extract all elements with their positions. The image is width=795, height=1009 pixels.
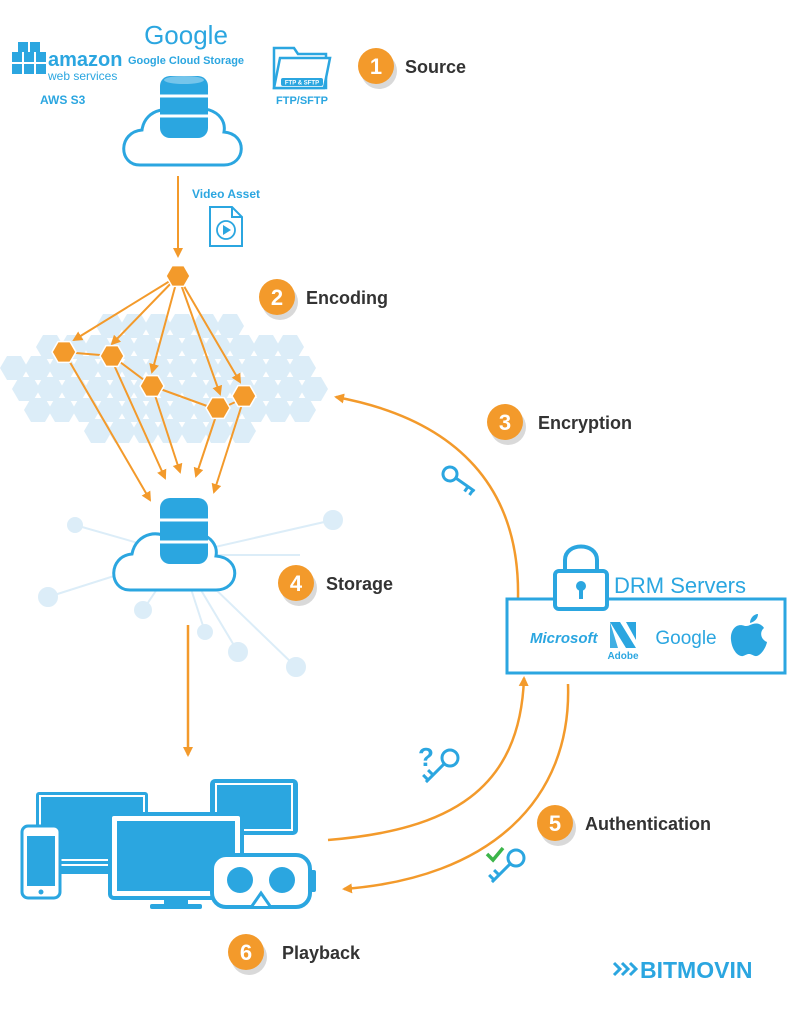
hex-cell [132, 419, 160, 443]
svg-text:?: ? [418, 742, 434, 772]
hex-cell [300, 377, 328, 401]
hex-cell [192, 356, 220, 380]
bitmovin-logo: BITMOVIN [612, 957, 752, 983]
hex-cell [216, 356, 244, 380]
aws-s3-source: amazon web services AWS S3 [12, 42, 122, 107]
step-3: 3 Encryption [487, 404, 632, 445]
hex-cell [72, 398, 100, 422]
google-drm-logo-text: Google [655, 628, 716, 649]
step-3-number: 3 [499, 410, 511, 435]
source-database-icon [160, 76, 208, 138]
drm-title: DRM Servers [614, 573, 746, 598]
drm-servers-box: DRM Servers Microsoft Adobe Google [505, 544, 787, 675]
step-4-label: Storage [326, 574, 393, 594]
step-4-number: 4 [290, 571, 303, 596]
apple-logo-icon [730, 614, 767, 657]
google-cloud-source: Google Google Cloud Storage [122, 20, 244, 167]
verified-key-icon [485, 846, 526, 884]
google-logo-text: Google [144, 20, 228, 50]
microsoft-logo-text: Microsoft [530, 630, 599, 647]
bitmovin-wordmark: BITMOVIN [640, 957, 752, 983]
step-5: 5 Authentication [537, 805, 711, 846]
step-1-number: 1 [370, 54, 382, 79]
hex-cell [24, 356, 52, 380]
step-4: 4 Storage [278, 565, 393, 606]
hex-cell [216, 314, 244, 338]
hex-cell [84, 377, 112, 401]
hex-cell [48, 398, 76, 422]
license-request-arrow [327, 676, 529, 842]
playback-devices [20, 779, 316, 909]
aws-cubes-icon [12, 42, 46, 74]
step-1-label: Source [405, 57, 466, 77]
adobe-logo-text: Adobe [607, 651, 639, 662]
step-1: 1 Source [358, 48, 466, 89]
hex-cell [120, 314, 148, 338]
license-response-arrow [342, 683, 570, 894]
hex-cell [12, 377, 40, 401]
encoding-arrows [63, 176, 245, 502]
step-5-number: 5 [549, 811, 561, 836]
aws-caption: AWS S3 [40, 93, 86, 107]
ftp-caption: FTP/SFTP [276, 95, 328, 107]
hex-cell [60, 377, 88, 401]
phone-icon [20, 824, 62, 900]
video-file-icon [209, 206, 243, 247]
hex-cell [108, 419, 136, 443]
hex-cell [120, 356, 148, 380]
hex-cell [0, 356, 28, 380]
adobe-logo-icon [610, 622, 636, 648]
step-6: 6 Playback [228, 934, 361, 975]
hex-cell [288, 356, 316, 380]
vr-headset-icon [210, 853, 316, 909]
step-5-label: Authentication [585, 814, 711, 834]
hex-cell [24, 398, 52, 422]
key-icon [441, 465, 476, 496]
bitmovin-chevrons-icon [612, 961, 639, 977]
hex-cell [276, 335, 304, 359]
hex-cell [276, 377, 304, 401]
encryption-arrow [334, 393, 520, 599]
question-key-icon: ? [418, 742, 460, 784]
hex-cell [96, 398, 124, 422]
hex-cell [264, 356, 292, 380]
step-3-label: Encryption [538, 413, 632, 433]
step-6-label: Playback [282, 943, 361, 963]
step-6-number: 6 [240, 940, 252, 965]
hex-cell [72, 356, 100, 380]
hex-cell [228, 419, 256, 443]
video-asset-label: Video Asset [192, 187, 260, 201]
hex-cell [36, 377, 64, 401]
folder-tag: FTP & SFTP [285, 81, 319, 87]
hex-cell [252, 377, 280, 401]
hex-cell [264, 398, 292, 422]
hex-cell [288, 398, 316, 422]
aws-brand: amazon [48, 49, 122, 71]
ftp-source: FTP & SFTP FTP/SFTP [272, 46, 332, 107]
hex-cell [144, 314, 172, 338]
step-2: 2 Encoding [259, 279, 388, 320]
hex-cell [84, 419, 112, 443]
hex-cell [168, 356, 196, 380]
hex-cell [252, 335, 280, 359]
hex-cell [180, 419, 208, 443]
step-badges: 1 Source 2 Encoding 3 Encryption 4 Stora… [228, 48, 711, 975]
google-cloud-caption: Google Cloud Storage [128, 55, 244, 67]
storage-database-icon [160, 498, 208, 564]
hex-cell [204, 335, 232, 359]
step-2-label: Encoding [306, 288, 388, 308]
step-2-number: 2 [271, 285, 283, 310]
hex-cell [240, 356, 268, 380]
aws-sub: web services [47, 69, 117, 83]
folder-icon [272, 46, 332, 90]
video-asset: Video Asset [192, 187, 260, 247]
hex-cell [168, 398, 196, 422]
hex-cell [228, 335, 256, 359]
lock-icon [553, 544, 609, 611]
